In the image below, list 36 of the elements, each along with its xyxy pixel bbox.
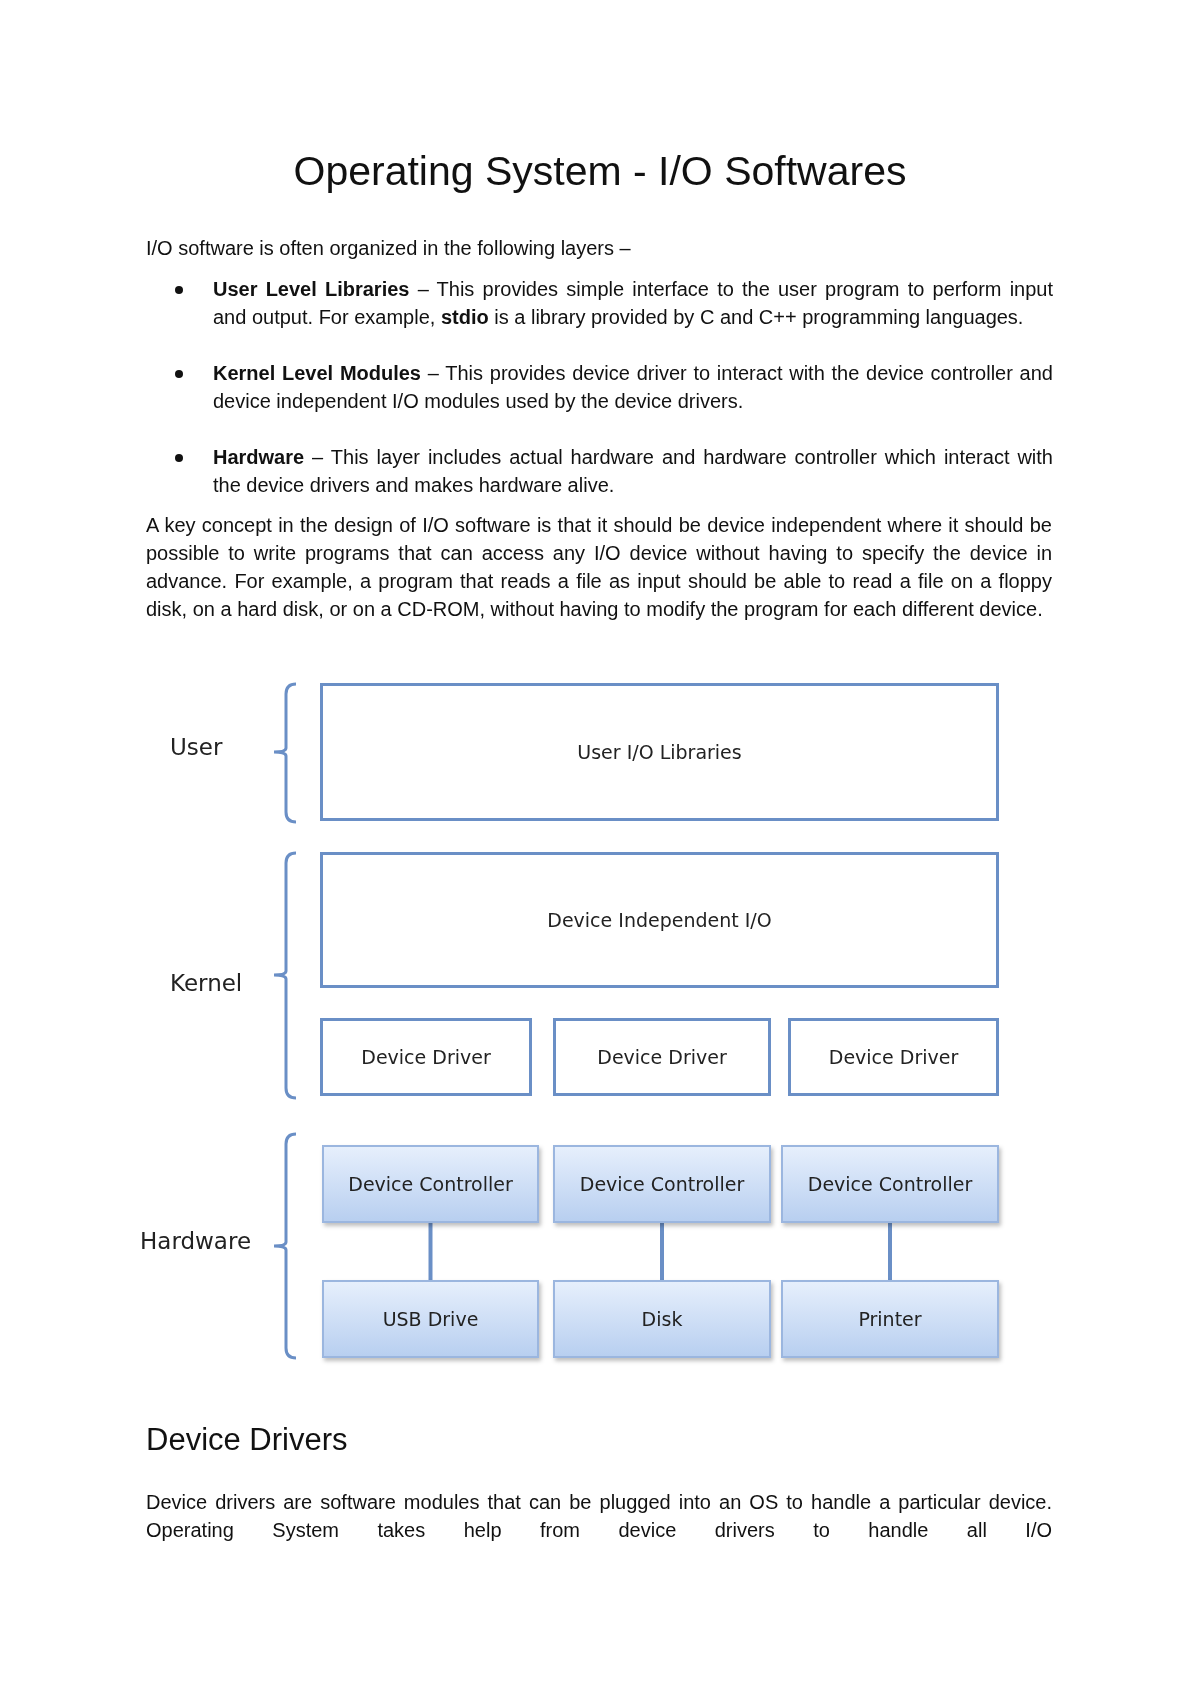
- box-label: USB Drive: [382, 1308, 479, 1330]
- box-label: Device Controller: [579, 1173, 745, 1195]
- box-label: Device Independent I/O: [547, 909, 772, 931]
- box-label: Device Driver: [828, 1046, 959, 1068]
- driver-box: [320, 1018, 532, 1096]
- controller-box: [781, 1145, 999, 1223]
- layer-label: Kernel: [170, 970, 243, 996]
- box-label: Device Controller: [348, 1173, 513, 1195]
- controller-box: [322, 1145, 539, 1223]
- box-label: Disk: [641, 1308, 683, 1330]
- layer-label: User: [170, 734, 223, 760]
- body-paragraph: Device drivers are software modules that can be plugged into an OS to handle a particular device. Operating System takes help from device drivers to handle all I/O: [146, 1490, 1052, 1543]
- page-title: Operating System - I/O Softwares: [292, 147, 908, 196]
- layer-box: [320, 683, 999, 821]
- layer-label: Hardware: [140, 1228, 252, 1254]
- connector-line: [428, 1223, 433, 1280]
- controller-box: [553, 1145, 771, 1223]
- box-label: Device Driver: [597, 1046, 727, 1068]
- body-paragraph: A key concept in the design of I/O software is that it should be device independent where it should be possible to write programs that can access any I/O device without having to specify the device in advance. For example, a program that reads a file as input should be able to read a file on a floppy disk, on a hard disk, or on a CD-ROM, without having to modify the program for each different device.: [146, 513, 1052, 622]
- driver-box: [553, 1018, 771, 1096]
- driver-box: [788, 1018, 999, 1096]
- device-box: [553, 1280, 771, 1358]
- connector-line: [660, 1223, 664, 1280]
- device-box: [781, 1280, 999, 1358]
- bullet-text: User Level Libraries – This provides simple interface to the user program to perform input and output. For example, stdio is a library provided by C and C++ programming languages.: [213, 277, 1053, 330]
- bullet-text: Hardware – This layer includes actual hardware and hardware controller which interact with the device drivers and makes hardware alive.: [213, 445, 1053, 498]
- bullet-text: Kernel Level Modules – This provides device driver to interact with the device controller and device independent I/O modules used by the device drivers.: [213, 361, 1053, 414]
- layer-box: [320, 852, 999, 988]
- box-label: Device Controller: [807, 1173, 973, 1195]
- connector-line: [888, 1223, 892, 1280]
- device-box: [322, 1280, 539, 1358]
- box-label: User I/O Libraries: [577, 741, 742, 763]
- section-heading: Device Drivers: [146, 1421, 349, 1459]
- box-label: Printer: [858, 1308, 922, 1330]
- intro-text: I/O software is often organized in the following layers –: [146, 236, 632, 261]
- box-label: Device Driver: [361, 1046, 491, 1068]
